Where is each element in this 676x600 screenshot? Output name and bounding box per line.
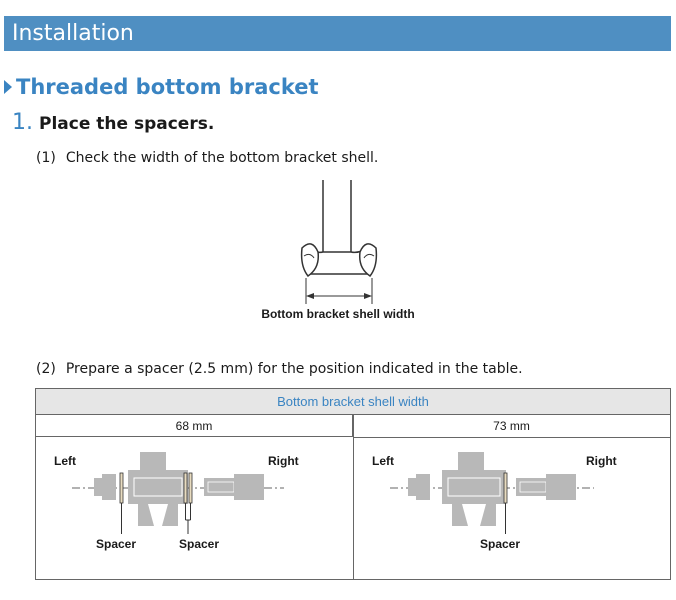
right-label: Right: [268, 454, 299, 468]
shell-leg-right: [162, 504, 178, 526]
shell-inner: [447, 477, 501, 497]
shell-leg-left: [452, 504, 468, 526]
instruction-1: (1) Check the width of the bottom bracket…: [36, 150, 378, 166]
spacer-label-left: Spacer: [96, 537, 136, 551]
column-73mm-header: 73 mm: [353, 415, 670, 438]
step-title: Place the spacers.: [39, 114, 215, 134]
right-label: Right: [586, 454, 617, 468]
section-banner: Installation: [4, 16, 671, 51]
spacer-label: Spacer: [480, 537, 520, 551]
spacer-table: Bottom bracket shell width 68 mm 73 mm L…: [35, 388, 671, 580]
right-cup: [516, 478, 546, 496]
instruction-2: (2) Prepare a spacer (2.5 mm) for the pos…: [36, 361, 523, 377]
diagram-68mm: Left Right Spacer Spacer: [54, 452, 299, 551]
right-cup-body: [546, 474, 576, 500]
instruction-number: (2): [36, 361, 56, 377]
instruction-number: (1): [36, 150, 56, 166]
left-cup-body: [416, 474, 430, 500]
step-heading: 1. Place the spacers.: [12, 110, 214, 140]
instruction-text: Prepare a spacer (2.5 mm) for the positi…: [65, 361, 523, 377]
left-label: Left: [54, 454, 76, 468]
shell-width-label: Bottom bracket shell width: [261, 307, 415, 321]
column-divider: [353, 415, 354, 579]
shell-top: [140, 452, 166, 470]
shell-inner: [133, 477, 183, 497]
shell-leg-right: [480, 504, 496, 526]
left-label: Left: [372, 454, 394, 468]
step-number: 1.: [12, 110, 33, 135]
spacer-right-2: [188, 472, 193, 504]
left-cup: [94, 478, 104, 496]
shell-leg-left: [138, 504, 154, 526]
caret-right-icon: [4, 80, 12, 94]
left-cup-body: [102, 474, 116, 500]
instruction-text: Check the width of the bottom bracket sh…: [65, 150, 379, 166]
shell-body: [128, 470, 188, 504]
shell-top: [458, 452, 484, 470]
right-cup-body: [234, 474, 264, 500]
spacer-right-1: [183, 472, 188, 504]
left-cup: [408, 478, 418, 496]
table-header: Bottom bracket shell width: [36, 389, 670, 415]
section-title: Threaded bottom bracket: [16, 75, 319, 99]
spacer-label-right: Spacer: [179, 537, 219, 551]
shell-body: [442, 470, 506, 504]
right-cup: [204, 478, 234, 496]
column-68mm-header: 68 mm: [36, 415, 353, 437]
diagram-73mm: Left Right Spacer: [372, 452, 617, 551]
sub-heading: Threaded bottom bracket: [4, 72, 319, 102]
spacer-right: [503, 472, 508, 504]
banner-title: Installation: [12, 21, 134, 46]
spacer-left: [119, 472, 124, 504]
bottom-bracket-shell-figure: [300, 180, 378, 304]
